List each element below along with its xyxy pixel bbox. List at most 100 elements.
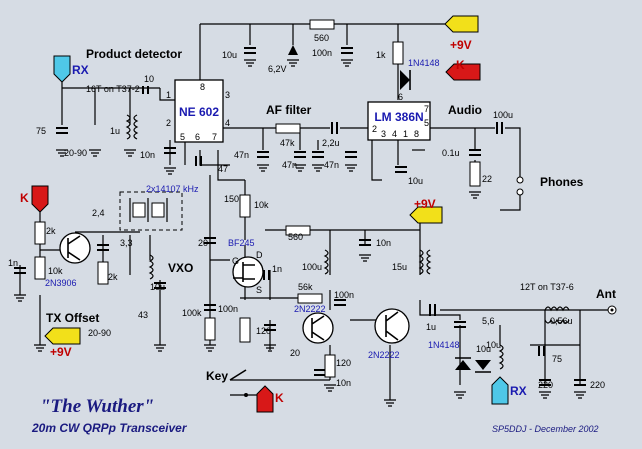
schematic-subtitle: 20m CW QRPp Transceiver — [31, 421, 188, 435]
k-key-label: K — [275, 391, 284, 405]
antenna-terminal — [607, 305, 617, 315]
lm386-pin-2: 2 — [372, 124, 377, 134]
schematic-credit: SP5DDJ - December 2002 — [492, 424, 599, 434]
resistors — [34, 19, 481, 378]
inductors — [125, 114, 570, 370]
svg-text:20-90: 20-90 — [88, 328, 111, 338]
t-input-label: 16T on T37-2 — [86, 84, 140, 94]
d-audio-label: 1N4148 — [408, 58, 440, 68]
value-labels: 10 75 20-90 10n 10u 6,2V 100n 560 1k 47n… — [8, 33, 605, 390]
svg-text:120: 120 — [336, 358, 351, 368]
svg-text:22: 22 — [482, 174, 492, 184]
key-label: Key — [206, 369, 228, 383]
rx-bottom-label: RX — [510, 384, 527, 398]
ne602-pin-3: 3 — [225, 90, 230, 100]
section-labels: Product detector AF filter Audio VXO TX … — [46, 47, 616, 383]
ne602-pin-4: 4 — [225, 118, 230, 128]
ant-label: Ant — [596, 287, 616, 301]
lm386-pin-8: 8 — [414, 129, 419, 139]
svg-text:1u: 1u — [426, 322, 436, 332]
svg-text:100n: 100n — [218, 304, 238, 314]
svg-text:10n: 10n — [140, 150, 155, 160]
svg-text:20-90: 20-90 — [64, 148, 87, 158]
q-2n3906-label: 2N3906 — [45, 278, 77, 288]
connector-labels: RX K +9V +9V +9V K K RX — [20, 38, 527, 405]
v9-left-label: +9V — [50, 345, 72, 359]
svg-text:1k: 1k — [376, 50, 386, 60]
diodes — [400, 70, 491, 373]
phones-jack — [500, 176, 524, 211]
rx-top-label: RX — [72, 63, 89, 77]
ne602-pin-6: 6 — [195, 132, 200, 142]
svg-text:560: 560 — [314, 33, 329, 43]
phones-label: Phones — [540, 175, 584, 189]
transistor-bf245 — [232, 256, 264, 288]
svg-text:2k: 2k — [46, 226, 56, 236]
svg-text:47n: 47n — [234, 150, 249, 160]
svg-text:2k: 2k — [108, 272, 118, 282]
svg-text:56k: 56k — [298, 282, 313, 292]
svg-text:2,4: 2,4 — [92, 208, 105, 218]
af-filter-label: AF filter — [266, 103, 312, 117]
k-left-label: K — [20, 191, 29, 205]
svg-text:10: 10 — [144, 74, 154, 84]
lm386-pin-3: 3 — [381, 129, 386, 139]
product-detector-label: Product detector — [86, 47, 182, 61]
tx-offset-label: TX Offset — [46, 311, 99, 325]
q-pa-label: 2N2222 — [368, 350, 400, 360]
svg-text:1n: 1n — [8, 258, 18, 268]
lm386-amp: LM 386N 6 2 3 4 5 1 8 7 — [367, 92, 431, 141]
grounds — [14, 59, 586, 407]
q-driver-label: 2N2222 — [294, 304, 326, 314]
d-rx-label: 1N4148 — [428, 340, 460, 350]
svg-text:43: 43 — [138, 310, 148, 320]
zener-diode — [288, 45, 298, 55]
svg-text:10n: 10n — [336, 378, 351, 388]
svg-text:0.1u: 0.1u — [442, 148, 460, 158]
ne602-pin-2: 2 — [166, 118, 171, 128]
audio-label: Audio — [448, 103, 482, 117]
connectors — [31, 15, 509, 413]
svg-text:75: 75 — [36, 126, 46, 136]
svg-text:220: 220 — [538, 380, 553, 390]
key-switch — [229, 369, 248, 397]
lm386-pin-6: 6 — [398, 92, 403, 102]
l-rx-label: 10u — [476, 344, 491, 354]
svg-text:6,2V: 6,2V — [268, 64, 287, 74]
svg-text:10n: 10n — [376, 238, 391, 248]
ne602-label: NE 602 — [179, 105, 219, 119]
part-labels: 2N3906 BF245 2N2222 2N2222 G D S 1N4148 … — [45, 58, 574, 360]
svg-text:150: 150 — [224, 194, 239, 204]
l-rf-label: 100u — [302, 262, 322, 272]
ne602-pin-1: 1 — [166, 90, 171, 100]
svg-text:75: 75 — [552, 354, 562, 364]
lm386-pin-4: 4 — [392, 129, 397, 139]
svg-text:100n: 100n — [334, 290, 354, 300]
svg-text:100n: 100n — [312, 48, 332, 58]
svg-text:1n: 1n — [272, 264, 282, 274]
svg-text:10u: 10u — [486, 340, 501, 350]
l-input-label: 1u — [110, 126, 120, 136]
transistor-2n3906 — [59, 232, 91, 264]
l-pa-label: 15u — [392, 262, 407, 272]
lm386-pin-1: 1 — [403, 129, 408, 139]
transistor-2n2222-driver — [302, 312, 334, 344]
svg-text:560: 560 — [288, 232, 303, 242]
lm386-pin-5: 5 — [424, 118, 429, 128]
l-vxo-label: 10u — [150, 282, 165, 292]
fet-d-label: D — [256, 250, 263, 260]
k-top-label: K — [456, 58, 465, 72]
vxo-label: VXO — [168, 261, 193, 275]
t-output-label: 12T on T37-6 — [520, 282, 574, 292]
svg-text:100k: 100k — [182, 308, 202, 318]
title-block: "The Wuther" 20m CW QRPp Transceiver SP5… — [31, 396, 599, 435]
q-bf245-label: BF245 — [228, 238, 255, 248]
svg-text:47k: 47k — [280, 138, 295, 148]
svg-text:20: 20 — [290, 348, 300, 358]
schematic-title: "The Wuther" — [40, 396, 154, 417]
ne602-pin-7: 7 — [212, 132, 217, 142]
svg-text:220: 220 — [590, 380, 605, 390]
svg-text:2,2u: 2,2u — [322, 138, 340, 148]
v9-mid-label: +9V — [414, 197, 436, 211]
svg-text:47n: 47n — [324, 160, 339, 170]
